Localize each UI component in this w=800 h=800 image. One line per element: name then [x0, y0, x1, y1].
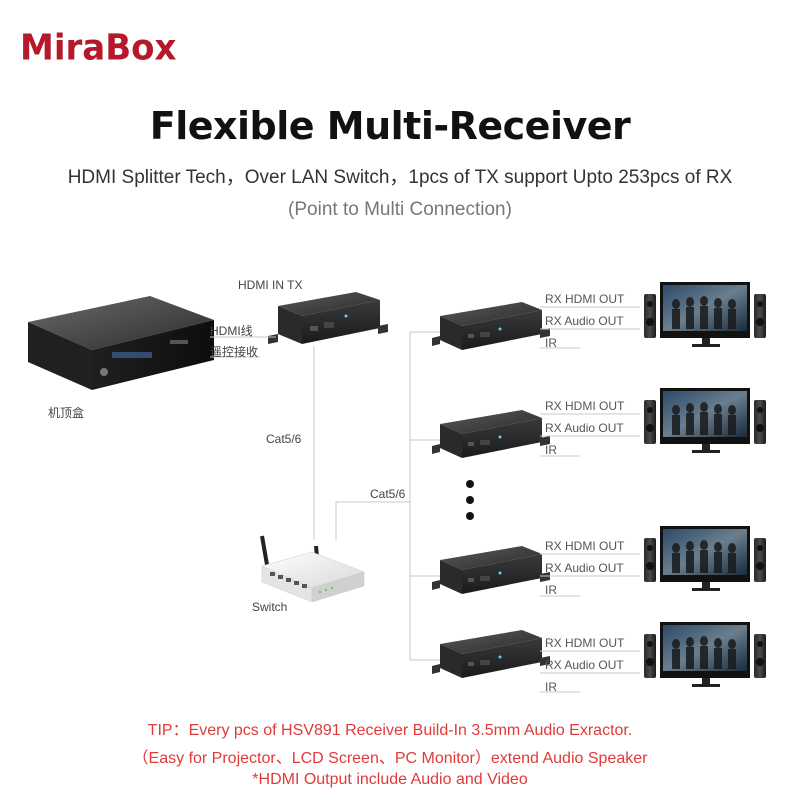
receiver-box-4 — [432, 630, 550, 678]
switch-label: Switch — [252, 600, 288, 614]
subtitle: HDMI Splitter Tech，Over LAN Switch，1pcs … — [67, 167, 733, 188]
switch-to-receivers-bus — [335, 331, 440, 661]
transmitter-port-ir-label: 遥控接收 — [210, 345, 259, 359]
receiver-2-audio-out-label: RX Audio OUT — [545, 421, 624, 435]
receiver-3-ir-label: IR — [545, 583, 557, 597]
cable-switch-rx-label: Cat5/6 — [370, 487, 406, 501]
subtitle-connection-type: (Point to Multi Connection) — [288, 199, 512, 220]
receiver-3-hdmi-out-label: RX HDMI OUT — [545, 539, 625, 553]
tv-with-speakers-3 — [644, 526, 766, 591]
brand-logo: MiraBox — [20, 27, 177, 69]
receiver-2-hdmi-out-label: RX HDMI OUT — [545, 399, 625, 413]
more-receivers-ellipsis-icon — [466, 480, 474, 520]
tip-line-3: *HDMI Output include Audio and Video — [252, 771, 528, 788]
receiver-1-hdmi-out-label: RX HDMI OUT — [545, 292, 625, 306]
page-title: Flexible Multi-Receiver — [149, 104, 631, 148]
receiver-3-audio-out-label: RX Audio OUT — [545, 561, 624, 575]
transmitter-label: HDMI IN TX — [238, 278, 303, 292]
transmitter-port-hdmi-label: HDMI线 — [210, 324, 253, 338]
receiver-1-audio-out-label: RX Audio OUT — [545, 314, 624, 328]
tip-line-2: （Easy for Projector、LCD Screen、PC Monito… — [132, 750, 648, 767]
receiver-4-ir-label: IR — [545, 680, 557, 694]
tv-with-speakers-2 — [644, 388, 766, 453]
set-top-box-illustration — [28, 296, 214, 390]
receiver-box-2 — [432, 410, 550, 458]
receiver-output-lines — [540, 306, 640, 693]
switch-illustration — [260, 535, 365, 603]
receiver-2-ir-label: IR — [545, 443, 557, 457]
receiver-1-ir-label: IR — [545, 336, 557, 350]
receiver-box-1 — [432, 302, 550, 350]
tv-with-speakers-1 — [644, 282, 766, 347]
tv-with-speakers-4 — [644, 622, 766, 687]
tip-line-1: TIP：Every pcs of HSV891 Receiver Build-I… — [147, 722, 633, 739]
source-connection-lines — [210, 336, 276, 358]
source-label: 机顶盒 — [48, 406, 85, 420]
transmitter-box-illustration — [268, 292, 388, 344]
receiver-4-hdmi-out-label: RX HDMI OUT — [545, 636, 625, 650]
receiver-4-audio-out-label: RX Audio OUT — [545, 658, 624, 672]
cable-tx-switch-label: Cat5/6 — [266, 432, 302, 446]
receiver-box-3 — [432, 546, 550, 594]
